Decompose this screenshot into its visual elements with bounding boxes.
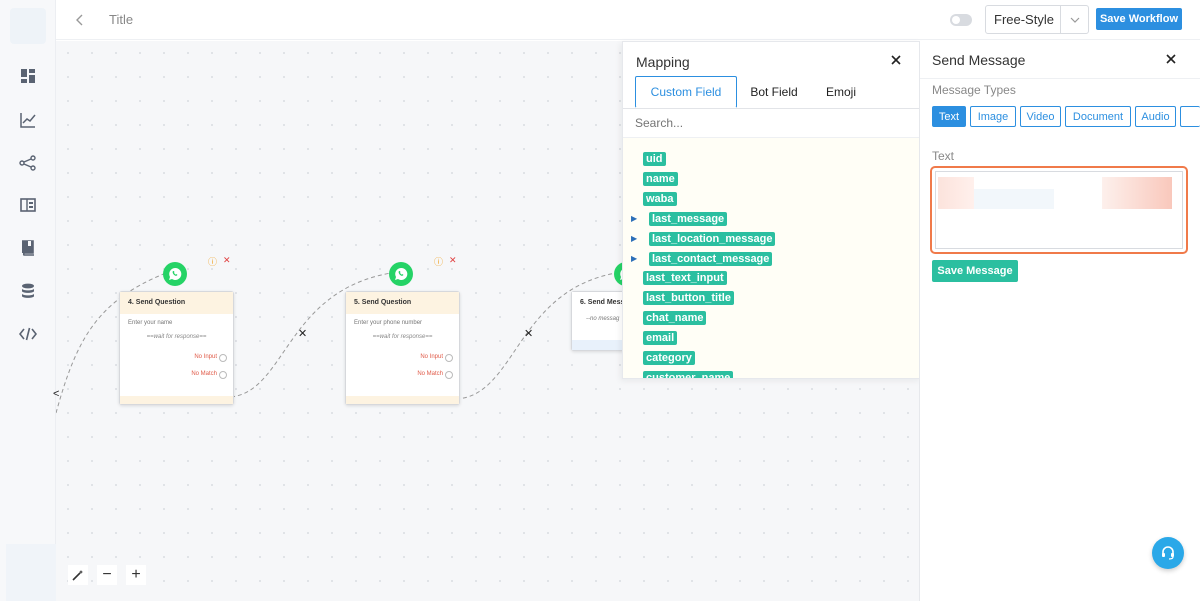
chart-line-icon[interactable] <box>16 108 40 132</box>
dashboard-icon[interactable] <box>16 64 40 88</box>
message-types-label: Message Types <box>932 83 1016 97</box>
field-tag[interactable]: last_button_title <box>643 291 734 305</box>
node-wait: ==wait for response== <box>146 334 207 340</box>
field-tag[interactable]: waba <box>643 192 677 206</box>
caret-right-icon[interactable]: ▶ <box>631 254 638 263</box>
whatsapp-icon <box>389 262 413 286</box>
blurred-content <box>1102 177 1172 209</box>
node-option-no-input[interactable]: No Input <box>120 354 233 362</box>
search-input[interactable] <box>635 113 905 133</box>
cut-link-icon[interactable]: < <box>53 388 60 400</box>
save-message-button[interactable]: Save Message <box>932 260 1018 282</box>
close-icon[interactable] <box>1163 51 1179 67</box>
magic-wand-icon[interactable] <box>68 565 88 585</box>
zoom-in-button[interactable]: + <box>126 565 146 585</box>
tab-custom-field[interactable]: Custom Field <box>635 76 737 108</box>
type-text-button[interactable]: Text <box>932 106 966 127</box>
blurred-content <box>938 177 974 209</box>
node-option-no-input[interactable]: No Input <box>346 354 459 362</box>
type-video-button[interactable]: Video <box>1020 106 1061 127</box>
zoom-out-button[interactable]: − <box>97 565 117 585</box>
node-title: 5. Send Question <box>346 292 459 314</box>
node-prompt: --no messag <box>586 316 620 322</box>
tab-bot-field[interactable]: Bot Field <box>750 85 798 99</box>
mapping-panel: Mapping Custom Field Bot Field Emoji uid… <box>622 41 922 379</box>
node-option-no-match[interactable]: No Match <box>346 371 459 379</box>
style-select-value: Free-Style <box>994 12 1054 27</box>
logo <box>10 8 46 44</box>
delete-node-icon[interactable]: ✕ <box>449 255 457 265</box>
toggle-switch[interactable] <box>950 14 972 26</box>
code-icon[interactable] <box>16 322 40 346</box>
cut-link-icon[interactable]: ✕ <box>524 328 534 340</box>
chevron-left-icon <box>76 14 83 26</box>
field-tag[interactable]: name <box>643 172 678 186</box>
back-button[interactable] <box>70 10 90 30</box>
caret-right-icon[interactable]: ▶ <box>631 234 638 243</box>
field-tag[interactable]: uid <box>643 152 666 166</box>
node-footer <box>120 396 233 404</box>
cut-link-icon[interactable]: ✕ <box>298 328 308 340</box>
type-more-button[interactable] <box>1180 106 1200 127</box>
style-select[interactable]: Free-Style <box>985 5 1089 34</box>
node-footer <box>346 396 459 404</box>
node-title: 4. Send Question <box>120 292 233 314</box>
type-document-button[interactable]: Document <box>1065 106 1131 127</box>
field-list: uid name waba ▶ last_message ▶ last_loca… <box>623 138 921 378</box>
send-message-panel: Send Message Message Types Text Image Vi… <box>919 41 1200 601</box>
node-prompt: Enter your phone number <box>354 320 423 326</box>
panel-icon[interactable] <box>16 193 40 217</box>
book-icon[interactable] <box>16 236 40 260</box>
field-tag[interactable]: last_contact_message <box>649 252 773 266</box>
blurred-content <box>974 189 1054 209</box>
send-message-title: Send Message <box>932 52 1026 68</box>
chevron-down-icon <box>1060 6 1088 33</box>
database-icon[interactable] <box>16 279 40 303</box>
sidebar <box>0 0 66 601</box>
type-image-button[interactable]: Image <box>970 106 1016 127</box>
tab-divider <box>623 108 921 109</box>
save-workflow-button[interactable]: Save Workflow <box>1096 8 1182 30</box>
flow-node[interactable]: 4. Send Question Enter your name ==wait … <box>119 291 234 405</box>
type-audio-button[interactable]: Audio <box>1135 106 1176 127</box>
node-wait: ==wait for response== <box>372 334 433 340</box>
field-tag[interactable]: last_location_message <box>649 232 776 246</box>
page-title: Title <box>109 12 134 27</box>
warning-icon[interactable]: ⓘ <box>208 257 218 267</box>
caret-right-icon[interactable]: ▶ <box>631 214 638 223</box>
node-prompt: Enter your name <box>128 320 173 326</box>
field-tag[interactable]: category <box>643 351 695 365</box>
tab-emoji[interactable]: Emoji <box>825 85 856 99</box>
field-tag[interactable]: chat_name <box>643 311 707 325</box>
connection-lines <box>56 272 617 414</box>
close-icon[interactable] <box>888 52 904 68</box>
flow-node[interactable]: 5. Send Question Enter your phone number… <box>345 291 460 405</box>
panel-divider <box>920 78 1200 79</box>
node-option-no-match[interactable]: No Match <box>120 371 233 379</box>
text-label: Text <box>932 149 955 163</box>
headset-icon[interactable] <box>1152 537 1184 569</box>
delete-node-icon[interactable]: ✕ <box>223 255 231 265</box>
field-tag[interactable]: last_message <box>649 212 728 226</box>
field-tag[interactable]: customer_name <box>643 371 734 378</box>
mapping-title: Mapping <box>636 54 690 70</box>
warning-icon[interactable]: ⓘ <box>434 257 444 267</box>
whatsapp-icon <box>163 262 187 286</box>
field-tag[interactable]: last_text_input <box>643 271 727 285</box>
top-bar: Title Free-Style Save Workflow <box>56 0 1200 40</box>
field-tag[interactable]: email <box>643 331 678 345</box>
search-divider <box>623 137 921 138</box>
share-nodes-icon[interactable] <box>16 151 40 175</box>
